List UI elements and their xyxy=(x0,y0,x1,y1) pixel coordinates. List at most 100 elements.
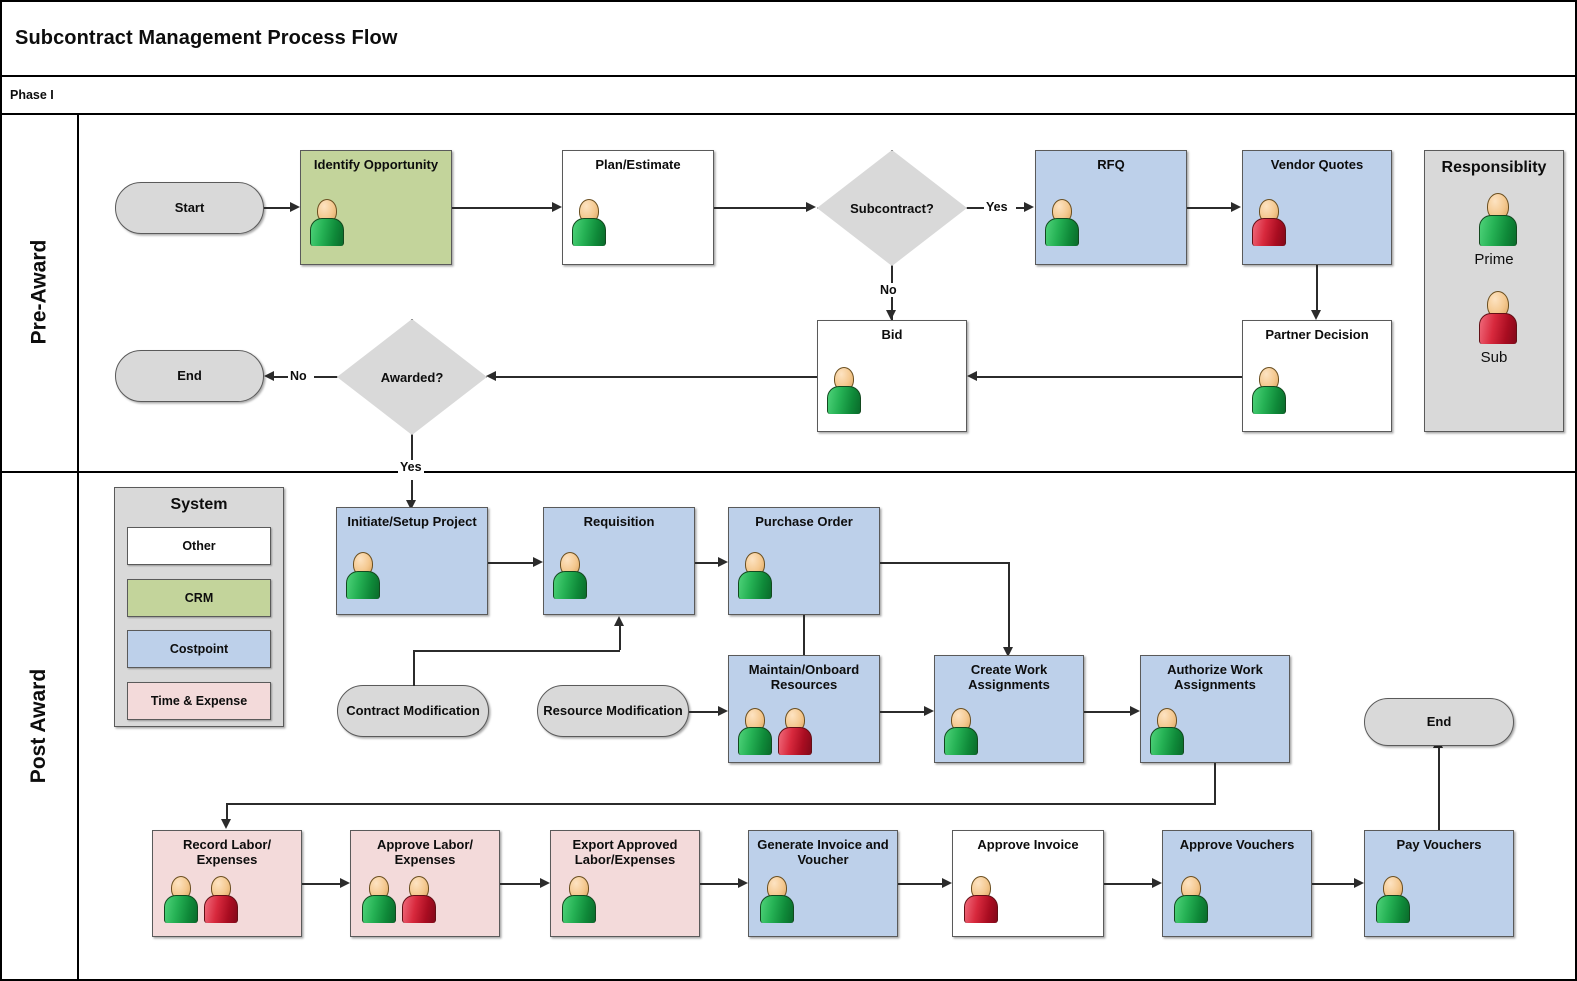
arrowhead-requisition-to-po xyxy=(718,557,728,567)
node-approve-labor-expenses-label: Approve Labor/ Expenses xyxy=(376,837,474,868)
arrowhead-start-to-identify xyxy=(290,202,300,212)
edge-bid-to-awarded xyxy=(496,376,817,378)
node-export-approved-labor-expenses[interactable]: Export Approved Labor/Expenses xyxy=(550,830,700,937)
person-green-icon xyxy=(345,552,380,599)
node-identify-opportunity-label: Identify Opportunity xyxy=(313,157,439,172)
arrowhead-awarded-to-initiate xyxy=(406,500,416,510)
person-green-icon xyxy=(1149,708,1184,755)
edge-resource-mod-to-maintain xyxy=(689,711,718,713)
person-red-icon xyxy=(963,876,998,923)
person-green-icon xyxy=(561,876,596,923)
node-approve-invoice[interactable]: Approve Invoice xyxy=(952,830,1104,937)
node-initiate-setup-project-label: Initiate/Setup Project xyxy=(347,514,477,529)
node-start-label: Start xyxy=(174,200,205,216)
node-end-post-award[interactable]: End xyxy=(1364,698,1514,746)
node-approve-vouchers[interactable]: Approve Vouchers xyxy=(1162,830,1312,937)
arrowhead-awarded-to-end xyxy=(264,371,274,381)
divider-lanes xyxy=(2,471,1575,473)
edge-awarded-yes-b xyxy=(411,480,413,502)
legend-system-item-costpoint: Costpoint xyxy=(127,630,271,668)
node-vendor-quotes[interactable]: Vendor Quotes xyxy=(1242,150,1392,265)
node-contract-modification-label: Contract Modification xyxy=(346,703,480,719)
node-record-labor-expenses[interactable]: Record Labor/ Expenses xyxy=(152,830,302,937)
node-awarded-decision-label: Awarded? xyxy=(380,369,444,385)
edge-rfq-to-vendor-quotes xyxy=(1187,207,1231,209)
person-green-icon xyxy=(571,199,606,246)
diagram-title-bar: Subcontract Management Process Flow xyxy=(2,2,1575,75)
node-start[interactable]: Start xyxy=(115,182,264,234)
legend-system-title: System xyxy=(170,496,228,513)
arrowhead-initiate-to-requisition xyxy=(533,557,543,567)
arrowhead-approve-invoice-to-approve-vouchers xyxy=(1152,878,1162,888)
node-authorize-work-assignments[interactable]: Authorize Work Assignments xyxy=(1140,655,1290,763)
node-approve-labor-expenses[interactable]: Approve Labor/ Expenses xyxy=(350,830,500,937)
node-identify-opportunity[interactable]: Identify Opportunity xyxy=(300,150,452,265)
node-requisition[interactable]: Requisition xyxy=(543,507,695,615)
phase-bar: Phase I xyxy=(2,77,1575,113)
node-resource-modification[interactable]: Resource Modification xyxy=(537,685,689,737)
edge-export-to-generate-invoice xyxy=(700,883,738,885)
node-pay-vouchers[interactable]: Pay Vouchers xyxy=(1364,830,1514,937)
arrowhead-subcontract-to-bid xyxy=(886,310,896,320)
edge-vendor-quotes-to-partner xyxy=(1316,265,1318,310)
arrowhead-resource-mod-to-maintain xyxy=(718,706,728,716)
node-partner-decision[interactable]: Partner Decision xyxy=(1242,320,1392,432)
node-pay-vouchers-label: Pay Vouchers xyxy=(1396,837,1482,852)
person-green-icon xyxy=(737,552,772,599)
edge-partner-to-bid xyxy=(977,376,1242,378)
edge-initiate-to-requisition xyxy=(488,562,533,564)
node-bid[interactable]: Bid xyxy=(817,320,967,432)
legend-system-item-crm: CRM xyxy=(127,579,271,617)
edge-approve-invoice-to-approve-vouchers xyxy=(1104,883,1152,885)
arrowhead-plan-to-subcontract xyxy=(806,202,816,212)
arrowhead-create-to-authorize-wa xyxy=(1130,706,1140,716)
node-bid-label: Bid xyxy=(881,327,903,342)
node-export-approved-labor-expenses-label: Export Approved Labor/Expenses xyxy=(572,837,678,868)
edge-plan-to-subcontract xyxy=(714,207,806,209)
arrowhead-maintain-to-create-wa xyxy=(924,706,934,716)
person-red-icon xyxy=(401,876,436,923)
node-resource-modification-label: Resource Modification xyxy=(543,703,683,719)
person-green-icon xyxy=(943,708,978,755)
node-plan-estimate[interactable]: Plan/Estimate xyxy=(562,150,714,265)
node-partner-decision-label: Partner Decision xyxy=(1265,327,1369,342)
node-contract-modification[interactable]: Contract Modification xyxy=(337,685,489,737)
node-end-pre-award-label: End xyxy=(177,368,202,384)
person-red-icon xyxy=(1251,199,1286,246)
node-maintain-onboard-resources-label: Maintain/Onboard Resources xyxy=(748,662,860,693)
node-awarded-decision[interactable]: Awarded? xyxy=(337,319,487,435)
arrowhead-rfq-to-vendor-quotes xyxy=(1231,202,1241,212)
arrowhead-approve-vouchers-to-pay xyxy=(1354,878,1364,888)
edge-contract-mod-v1 xyxy=(413,650,415,686)
person-red-icon xyxy=(777,708,812,755)
arrowhead-vendor-to-partner xyxy=(1311,310,1321,320)
node-generate-invoice-and-voucher[interactable]: Generate Invoice and Voucher xyxy=(748,830,898,937)
node-create-work-assignments[interactable]: Create Work Assignments xyxy=(934,655,1084,763)
node-subcontract-decision[interactable]: Subcontract? xyxy=(817,150,967,266)
arrowhead-contract-mod-to-requisition xyxy=(614,616,624,626)
node-purchase-order[interactable]: Purchase Order xyxy=(728,507,880,615)
edge-awarded-no-a xyxy=(314,376,337,378)
lane-label-post-award-text: Post Award xyxy=(27,668,51,784)
node-create-work-assignments-label: Create Work Assignments xyxy=(968,662,1050,693)
lane-label-column-divider xyxy=(77,113,79,979)
person-green-icon xyxy=(1044,199,1079,246)
legend-system: System Other CRM Costpoint Time & Expens… xyxy=(114,487,284,727)
edge-label-awarded-no: No xyxy=(288,369,309,383)
node-maintain-onboard-resources[interactable]: Maintain/Onboard Resources xyxy=(728,655,880,763)
edge-po-to-create-wa-v xyxy=(1008,562,1010,648)
edge-authorize-to-record-h xyxy=(226,803,1216,805)
node-end-pre-award[interactable]: End xyxy=(115,350,264,402)
person-green-icon xyxy=(309,199,344,246)
node-initiate-setup-project[interactable]: Initiate/Setup Project xyxy=(336,507,488,615)
legend-responsibility-title: Responsiblity xyxy=(1441,159,1547,176)
edge-authorize-to-record-v2 xyxy=(226,803,228,820)
edge-label-subcontract-yes: Yes xyxy=(984,200,1010,214)
divider-title xyxy=(2,75,1575,77)
node-rfq[interactable]: RFQ xyxy=(1035,150,1187,265)
arrowhead-export-to-generate-invoice xyxy=(738,878,748,888)
edge-approve-labor-to-export xyxy=(500,883,540,885)
person-green-icon xyxy=(552,552,587,599)
edge-awarded-yes-a xyxy=(411,435,413,464)
